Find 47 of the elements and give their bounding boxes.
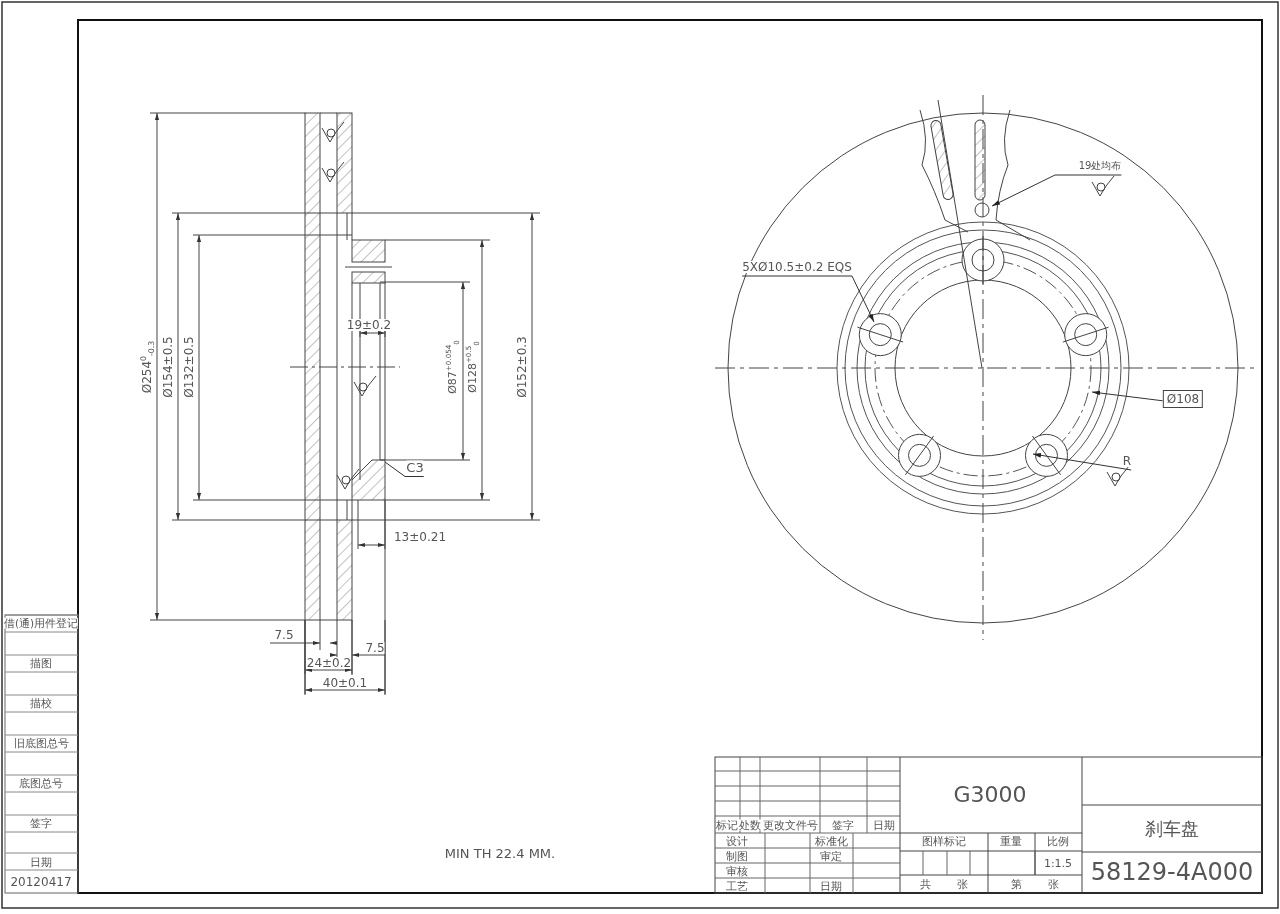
dimension-text: 40±0.1 — [322, 677, 368, 689]
table-text: 签字 — [832, 819, 854, 831]
leader-line — [991, 174, 1122, 207]
boxed-dimension: Ø108 — [1162, 390, 1204, 408]
table-text: 第 张 — [1011, 878, 1059, 890]
table-text: 标记 — [716, 819, 738, 831]
table-text: 更改文件号 — [762, 819, 818, 831]
callout-text: 19处均布 — [1078, 161, 1122, 171]
table-text: 共 张 — [920, 878, 968, 890]
table-text: 比例 — [1047, 835, 1069, 847]
leader-line — [1091, 390, 1164, 402]
table-text: 设计 — [726, 835, 748, 847]
leader-line — [384, 461, 425, 477]
dimension-text: 19±0.2 — [346, 319, 392, 331]
table-text: 标准化 — [814, 835, 848, 847]
dimension-text: 24±0.2 — [306, 657, 352, 669]
table-text: 图样标记 — [922, 835, 966, 847]
note-text: MIN TH 22.4 MM. — [444, 846, 556, 860]
table-text: 借(通)用件登记 — [3, 617, 79, 629]
part-name: 刹车盘 — [1145, 820, 1199, 838]
leader-line — [1032, 452, 1132, 471]
table-text: 描图 — [30, 657, 52, 669]
dimension-text: 7.5 — [274, 629, 294, 641]
dimension-text: 13±0.21 — [394, 531, 446, 543]
table-text: 描校 — [30, 697, 52, 709]
dimension-text: C3 — [406, 460, 424, 474]
callout-text: 5XØ10.5±0.2 EQS — [742, 261, 852, 273]
table-text: 日期 — [873, 819, 895, 831]
table-text: 20120417 — [10, 876, 72, 888]
table-text: 重量 — [1000, 835, 1022, 847]
table-text: 底图总号 — [19, 777, 63, 789]
table-text: 审核 — [726, 865, 748, 877]
callout-text: R — [1122, 455, 1132, 467]
scale-text: 1:1.5 — [1043, 857, 1073, 869]
leader-line — [741, 275, 875, 323]
table-text: 制图 — [726, 850, 748, 862]
dimension-text: Ø152±0.3 — [516, 336, 528, 398]
table-text: 日期 — [30, 856, 52, 868]
dimension-text: Ø132±0.5 — [183, 336, 195, 398]
table-text: 审定 — [820, 850, 842, 862]
dimension-text: 7.5 — [365, 642, 385, 654]
table-text: 签字 — [30, 817, 52, 829]
table-text: 工艺 — [726, 880, 748, 892]
table-text: 日期 — [820, 880, 842, 892]
table-text: 旧底图总号 — [13, 737, 69, 749]
table-text: 处数 — [739, 819, 761, 831]
dimension-text: Ø154±0.5 — [162, 336, 174, 398]
